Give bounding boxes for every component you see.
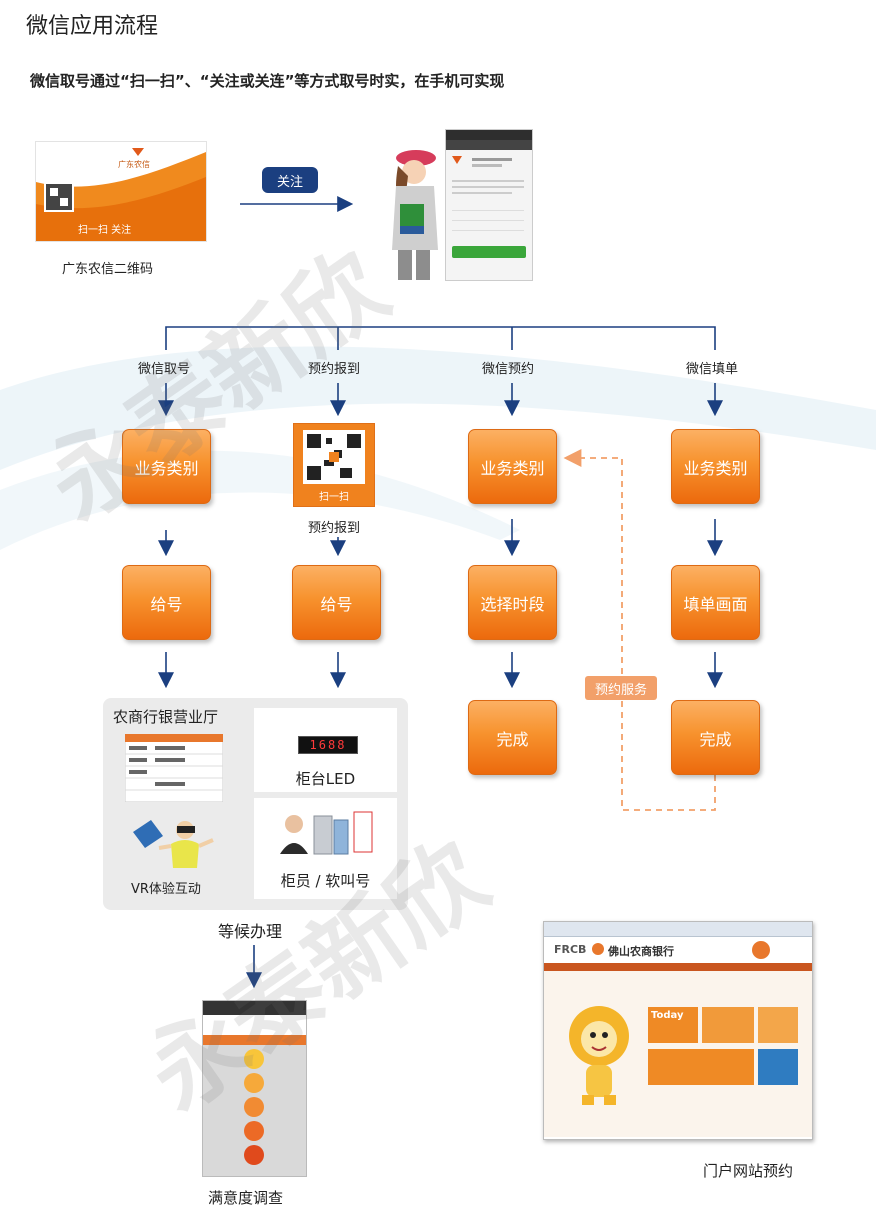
col3-select-timeslot-box: 选择时段 <box>468 565 557 640</box>
col1-business-type-box: 业务类别 <box>122 429 211 504</box>
person-with-phone-illustration <box>392 150 438 280</box>
portal-website-screenshot: FRCB 佛山农商银行 Today <box>543 921 813 1140</box>
hall-title: 农商行银营业厅 <box>113 708 219 726</box>
vr-headset-illustration <box>133 820 214 868</box>
branch-label-wechat-booking: 微信预约 <box>482 362 535 377</box>
phone-content <box>452 156 526 258</box>
col4-complete-box: 完成 <box>671 700 760 775</box>
page-title: 微信应用流程 <box>26 14 159 39</box>
bank-name: 佛山农商银行 <box>608 945 674 958</box>
card-logo-text: 广东农信 <box>118 160 150 169</box>
portal-clock-tile <box>758 1049 798 1085</box>
qr-card: 广东农信 扫一扫 关注 <box>35 141 207 242</box>
portal-tile-4 <box>648 1049 754 1085</box>
portal-tile-3 <box>758 1007 798 1043</box>
qr-card-caption: 广东农信二维码 <box>62 262 154 277</box>
teller-panel: 柜员 / 软叫号 <box>254 798 397 899</box>
page-subtitle: 微信取号通过“扫一扫”、“关注或关连”等方式取号时实，在手机可实现 <box>30 72 505 90</box>
survey-phone-topbar <box>203 1001 306 1015</box>
col1-issue-number-box: 给号 <box>122 565 211 640</box>
branch-label-wechat-queue: 微信取号 <box>138 362 191 377</box>
survey-phone-accent-bar <box>203 1035 306 1045</box>
col4-form-screen-box: 填单画面 <box>671 565 760 640</box>
teller-label: 柜员 / 软叫号 <box>280 872 371 890</box>
satisfaction-survey-screen <box>202 1000 307 1177</box>
led-display: 1688 <box>298 736 358 754</box>
card-scan-text: 扫一扫 关注 <box>78 225 132 236</box>
checkin-qr-caption: 预约报到 <box>308 521 361 536</box>
col3-business-type-box: 业务类别 <box>468 429 557 504</box>
portal-tile-2 <box>702 1007 754 1043</box>
phone-nav-bar <box>446 140 532 150</box>
wechat-follow-screen <box>445 129 533 281</box>
portal-header: FRCB 佛山农商银行 <box>544 937 812 963</box>
browser-address-bar <box>544 922 812 937</box>
today-tile: Today <box>648 1007 698 1043</box>
checkin-qr-code: 扫一扫 <box>293 423 375 507</box>
portal-caption: 门户网站预约 <box>703 1162 794 1180</box>
banking-hall-panel: 农商行银营业厅 1688 柜台LED 柜员 / 软叫号 VR体验互动 <box>103 698 408 910</box>
survey-caption: 满意度调查 <box>208 1189 284 1207</box>
col2-issue-number-box: 给号 <box>292 565 381 640</box>
col3-complete-box: 完成 <box>468 700 557 775</box>
queue-ticket-table <box>125 734 223 802</box>
vr-label: VR体验互动 <box>131 882 201 897</box>
bank-code: FRCB <box>554 943 587 956</box>
portal-nav-bar <box>544 963 812 971</box>
booking-service-tag: 预约服务 <box>585 676 657 700</box>
wait-label: 等候办理 <box>218 922 283 941</box>
bank-logo-icon <box>592 943 604 955</box>
qr-scan-text: 扫一扫 <box>319 492 349 503</box>
qr-card-graphic <box>36 148 206 241</box>
portal-body: Today <box>544 971 812 1137</box>
led-label: 柜台LED <box>295 770 356 788</box>
qr-code-graphic <box>303 430 365 484</box>
survey-phone-header <box>203 1015 306 1035</box>
follow-badge: 关注 <box>262 167 318 193</box>
teller-illustration <box>280 811 373 855</box>
counter-led-panel: 1688 柜台LED <box>254 708 397 792</box>
branch-label-checkin: 预约报到 <box>308 362 361 377</box>
phone-status-bar <box>446 130 532 140</box>
col4-business-type-box: 业务类别 <box>671 429 760 504</box>
branch-label-wechat-form: 微信填单 <box>686 362 739 377</box>
survey-rating-faces <box>244 1049 264 1165</box>
lion-mascot-illustration <box>569 1006 629 1105</box>
portal-badge-icon <box>752 941 770 959</box>
